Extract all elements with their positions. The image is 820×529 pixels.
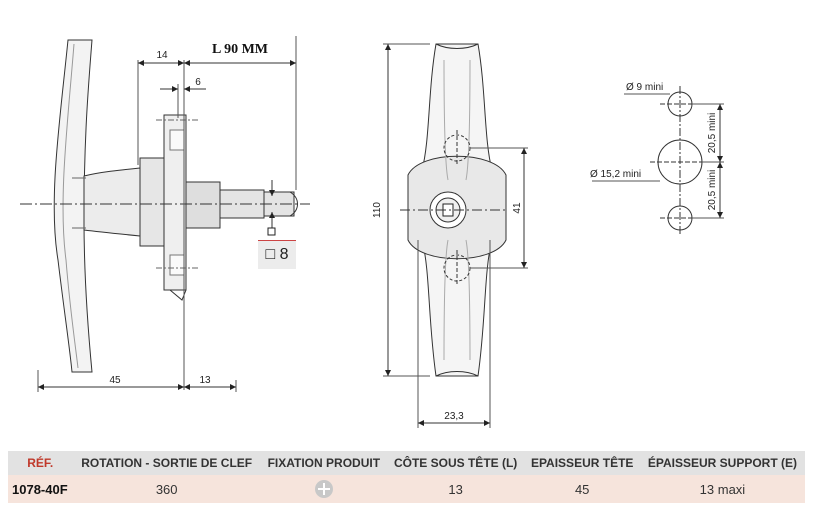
header-fixation: FIXATION PRODUIT	[260, 451, 387, 475]
plus-circle-icon	[314, 480, 333, 498]
header-cote: CÔTE SOUS TÊTE (L)	[386, 451, 525, 475]
cell-epaisseur-support: 13 maxi	[639, 475, 805, 503]
hole-small-label: Ø 9 mini	[626, 82, 663, 93]
header-ref: RÉF.	[8, 451, 73, 475]
dim-110: 110	[372, 202, 383, 218]
cell-cote: 13	[386, 475, 525, 503]
cell-ref: 1078-40F	[8, 475, 73, 503]
table-row: 1078-40F 360 13 45 13 maxi	[8, 475, 805, 503]
dim-total-length: L 90 MM	[212, 42, 268, 57]
spacing-bottom-label: 20,5 mini	[707, 170, 718, 211]
hole-large-label: Ø 15,2 mini	[590, 169, 641, 180]
header-rotation: ROTATION - SORTIE DE CLEF	[72, 451, 261, 475]
spec-table: RÉF. ROTATION - SORTIE DE CLEF FIXATION …	[8, 451, 805, 503]
front-view	[383, 43, 528, 428]
table-header-row: RÉF. ROTATION - SORTIE DE CLEF FIXATION …	[8, 451, 805, 475]
square-8-label: □ 8	[258, 240, 296, 269]
cell-fixation	[260, 475, 387, 503]
dim-23-3: 23,3	[444, 411, 464, 422]
dim-6: 6	[195, 77, 201, 88]
dim-45: 45	[109, 375, 121, 386]
spacing-top-label: 20,5 mini	[707, 113, 718, 154]
dim-14: 14	[156, 50, 168, 61]
header-epaisseur-tete: EPAISSEUR TÊTE	[524, 451, 640, 475]
side-view	[20, 36, 310, 392]
cell-rotation: 360	[72, 475, 261, 503]
technical-drawing: 14 L 90 MM 6 45 13 110	[20, 36, 724, 428]
mounting-cutout	[592, 86, 724, 236]
header-epaisseur-support: ÉPAISSEUR SUPPORT (E)	[639, 451, 805, 475]
dim-13: 13	[199, 375, 211, 386]
cell-epaisseur-tete: 45	[524, 475, 640, 503]
dim-41: 41	[512, 202, 523, 214]
